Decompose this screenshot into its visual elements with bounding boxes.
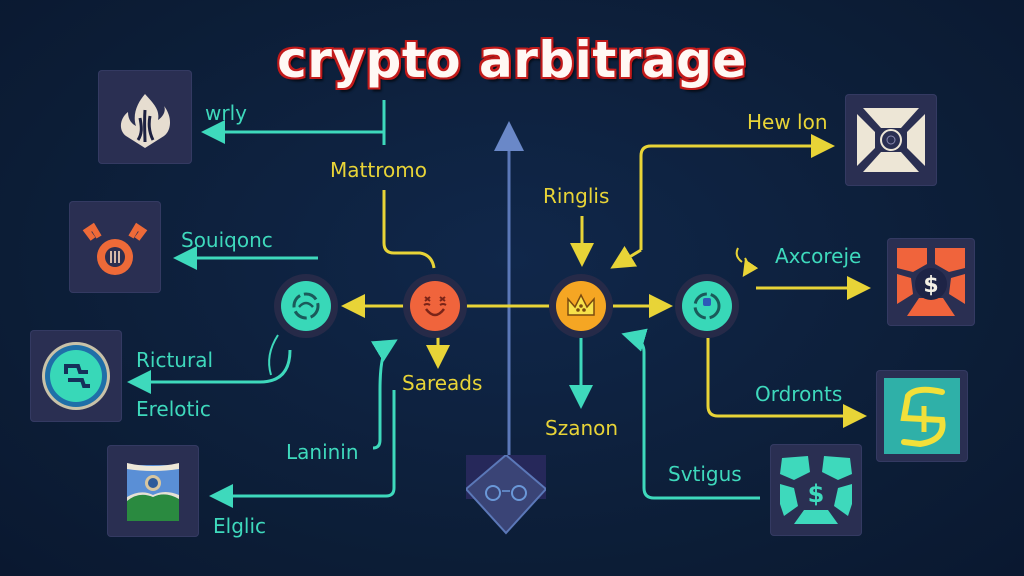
hub-node-teal-left[interactable] [274, 274, 338, 338]
dollar-orange-tile[interactable]: $ [887, 238, 975, 326]
flame-shield-icon [120, 94, 170, 148]
label-rictural: Rictural [136, 348, 214, 372]
swap-coin-icon [42, 342, 110, 410]
dollar-vault-icon: $ [897, 248, 965, 316]
hub-node-teal-right[interactable] [675, 274, 739, 338]
label-axcoreje: Axcoreje [775, 244, 862, 268]
label-mattromo: Mattromo [330, 158, 427, 182]
crown-icon [567, 293, 595, 316]
flag-tile[interactable] [107, 445, 199, 537]
dollar-badge-icon: $ [780, 456, 852, 524]
s-glyph-icon [884, 378, 960, 454]
grinning-face-icon [423, 296, 447, 317]
label-hew-lon: Hew lon [747, 110, 828, 134]
exchange-x-tile[interactable] [845, 94, 937, 186]
hub-node-gold-crown[interactable] [549, 274, 613, 338]
label-wrly: wrly [205, 101, 247, 125]
label-erelotic: Erelotic [136, 397, 211, 421]
hub-node-orange-face[interactable] [403, 274, 467, 338]
cycle-gauge-icon [693, 292, 721, 320]
svg-text:$: $ [923, 273, 938, 298]
label-elglic: Elglic [213, 514, 266, 538]
wallet-diamond-icon[interactable] [466, 455, 546, 535]
label-szanon: Szanon [545, 416, 619, 440]
gear-horns-icon [82, 222, 148, 275]
swap-coin-tile[interactable] [30, 330, 122, 422]
page-title: crypto arbitrage [277, 31, 747, 89]
label-svtigus: Svtigus [668, 462, 742, 486]
label-sareads: Sareads [402, 371, 483, 395]
label-ringlis: Ringlis [543, 184, 610, 208]
svg-text:$: $ [808, 480, 825, 508]
landscape-flag-icon [127, 463, 179, 521]
label-ordronts: Ordronts [755, 382, 843, 406]
gear-bull-tile[interactable] [69, 201, 161, 293]
label-souiqonc: Souiqonc [181, 228, 273, 252]
refresh-cycle-icon [292, 292, 320, 320]
dollar-teal-tile[interactable]: $ [770, 444, 862, 536]
cross-exchange-icon [857, 108, 925, 172]
label-laninin: Laninin [286, 440, 359, 464]
s-yellow-tile[interactable] [876, 370, 968, 462]
flame-tile[interactable] [98, 70, 192, 164]
